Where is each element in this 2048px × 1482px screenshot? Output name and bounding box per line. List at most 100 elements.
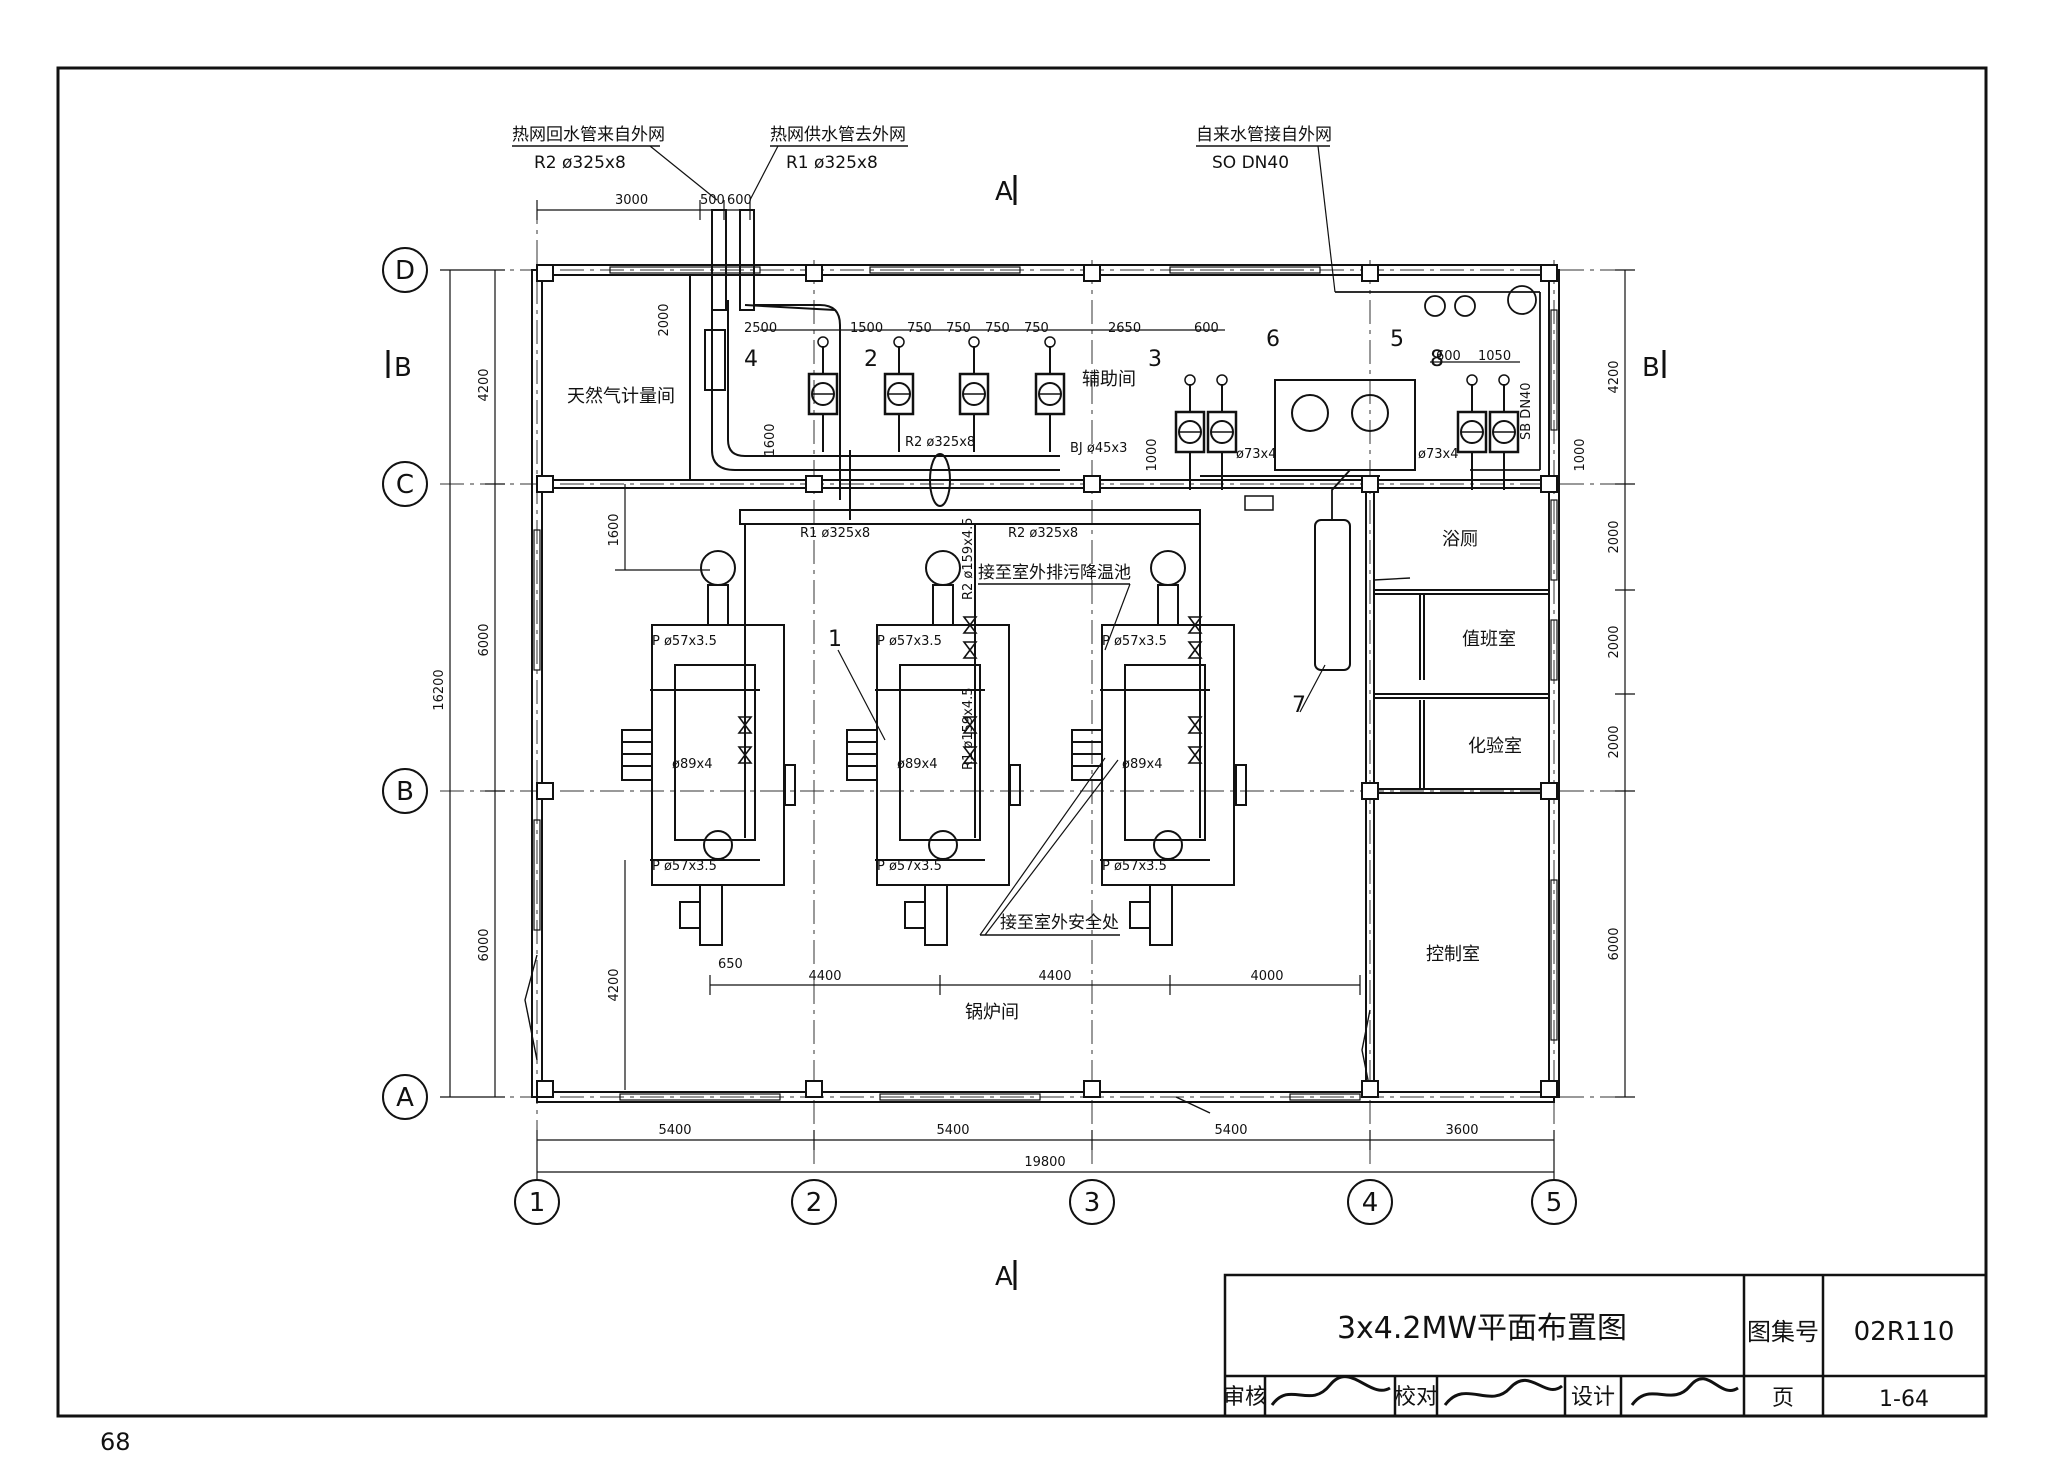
- pipe-label-d73b: ø73x4: [1418, 447, 1458, 462]
- dim-top-3000: 3000: [615, 193, 648, 208]
- check-label: 校对: [1394, 1385, 1438, 1410]
- distribution-headers: [740, 450, 1380, 525]
- dim-aux-2650: 2650: [1108, 321, 1141, 336]
- pipe-label-r1-159: R1 ø159x4.5: [961, 687, 976, 770]
- dim-row-650: 650: [718, 957, 743, 972]
- doors: [524, 577, 1411, 1114]
- dim-v-1000a: 1000: [1145, 438, 1160, 471]
- dim-bot-total: 19800: [1024, 1155, 1065, 1170]
- pipe-label-p57-b2-bot: P ø57x3.5: [877, 859, 942, 874]
- room-gas-meter: 天然气计量间: [567, 386, 675, 407]
- dim-right-4200: 4200: [1607, 360, 1622, 393]
- pipe-label-p57-b2-top: P ø57x3.5: [877, 634, 942, 649]
- pipe-label-r2-header: R2 ø325x8: [905, 435, 975, 450]
- room-lab: 化验室: [1468, 736, 1522, 757]
- note-sewage-leader: [1104, 583, 1131, 651]
- dim-r-600: 600: [1436, 349, 1461, 364]
- dim-row-4400b: 4400: [1038, 969, 1071, 984]
- equip-number-5: 5: [1390, 327, 1404, 352]
- page-number: 1-64: [1879, 1387, 1929, 1412]
- axis-label-4: 4: [1362, 1188, 1379, 1218]
- check-signature: [1443, 1379, 1563, 1406]
- interior-dim-lines: [615, 484, 1361, 1090]
- dim-row-4400a: 4400: [808, 969, 841, 984]
- expansion-tank: [1314, 519, 1351, 671]
- equip-number-7: 7: [1292, 693, 1306, 718]
- aux-dimension-chain: [760, 329, 1520, 363]
- dim-aux-750a: 750: [907, 321, 932, 336]
- section-mark-b-left: B: [386, 350, 412, 383]
- pipe-label-p57-b3-top: P ø57x3.5: [1102, 634, 1167, 649]
- equip-leader-7: [1299, 664, 1326, 713]
- note-sewage: 接至室外排污降温池: [978, 563, 1131, 583]
- review-label: 审核: [1223, 1385, 1267, 1410]
- room-duty: 值班室: [1462, 629, 1516, 650]
- water-treatment-unit: [1274, 379, 1416, 471]
- callout-r2-in-spec: R2 ø325x8: [534, 153, 626, 173]
- right-dimension-chain: [1615, 269, 1635, 1098]
- design-signature: [1630, 1377, 1739, 1406]
- dim-left-2500: 2500: [744, 321, 777, 336]
- pipe-label-bj: BJ ø45x3: [1070, 441, 1127, 456]
- dim-left-16200: 16200: [432, 669, 447, 710]
- windows: [533, 266, 1558, 1101]
- dim-bot-3600: 3600: [1445, 1123, 1478, 1138]
- dim-right-6000: 6000: [1607, 927, 1622, 960]
- dim-left-6000b: 6000: [477, 928, 492, 961]
- svg-text:B: B: [394, 353, 412, 383]
- dim-v-1000b: 1000: [1573, 438, 1588, 471]
- heating-pipes: [704, 209, 1201, 525]
- city-water-line: [1335, 285, 1541, 471]
- axis-label-a: A: [396, 1083, 414, 1113]
- axis-label-c: C: [396, 470, 414, 500]
- expansion-tank-pipe: [1331, 469, 1351, 520]
- boiler-1: [621, 524, 796, 946]
- equip-leader-1: [837, 649, 886, 741]
- note-safety: 接至室外安全处: [1000, 913, 1119, 933]
- pipe-label-sb: SB DN40: [1519, 382, 1534, 440]
- dim-v-4200: 4200: [607, 968, 622, 1001]
- svg-text:A: A: [995, 1262, 1013, 1292]
- axis-label-d: D: [395, 256, 415, 286]
- review-signature: [1270, 1375, 1391, 1406]
- room-boiler: 锅炉间: [965, 1002, 1019, 1023]
- pipe-label-d89-b1: ø89x4: [672, 757, 712, 772]
- callout-r1-out-title: 热网供水管去外网: [770, 125, 906, 145]
- section-mark-b-right: B: [1642, 350, 1666, 383]
- pipe-label-r2-header2: R2 ø325x8: [1008, 526, 1078, 541]
- equip-number-2: 2: [864, 347, 878, 372]
- equip-number-1: 1: [828, 627, 842, 652]
- pipe-label-p57-b1-bot: P ø57x3.5: [652, 859, 717, 874]
- sheet-border: [56, 66, 1988, 1418]
- dim-v-1600a: 1600: [763, 423, 778, 456]
- room-control: 控制室: [1426, 944, 1480, 965]
- callout-r1-out-spec: R1 ø325x8: [786, 153, 878, 173]
- room-bath: 浴厕: [1442, 529, 1478, 550]
- sheet-number: 68: [100, 1428, 131, 1456]
- pipe-label-r1-header: R1 ø325x8: [800, 526, 870, 541]
- section-mark-a-bottom: A: [995, 1260, 1017, 1292]
- axis-grid: [440, 200, 1620, 1170]
- equip-number-3: 3: [1148, 347, 1162, 372]
- dim-r-1050: 1050: [1478, 349, 1511, 364]
- dim-row-4000: 4000: [1250, 969, 1283, 984]
- section-mark-a-top: A: [995, 175, 1017, 207]
- dim-right-2000a: 2000: [1607, 520, 1622, 553]
- boiler-3: [1071, 524, 1247, 946]
- equip-number-6: 6: [1266, 327, 1280, 352]
- dim-aux-750d: 750: [1024, 321, 1049, 336]
- dim-bot-5400a: 5400: [658, 1123, 691, 1138]
- dim-right-2000c: 2000: [1607, 725, 1622, 758]
- dim-right-2000b: 2000: [1607, 625, 1622, 658]
- svg-text:A: A: [995, 177, 1013, 207]
- title-block: [1223, 1273, 1988, 1418]
- axis-label-5: 5: [1546, 1188, 1563, 1218]
- dim-aux-750b: 750: [946, 321, 971, 336]
- axis-label-2: 2: [806, 1188, 823, 1218]
- dim-left-2000: 2000: [657, 303, 672, 336]
- design-label: 设计: [1571, 1385, 1615, 1410]
- pipe-label-p57-b3-bot: P ø57x3.5: [1102, 859, 1167, 874]
- callout-water-spec: SO DN40: [1212, 153, 1289, 173]
- small-panel: [1244, 495, 1274, 511]
